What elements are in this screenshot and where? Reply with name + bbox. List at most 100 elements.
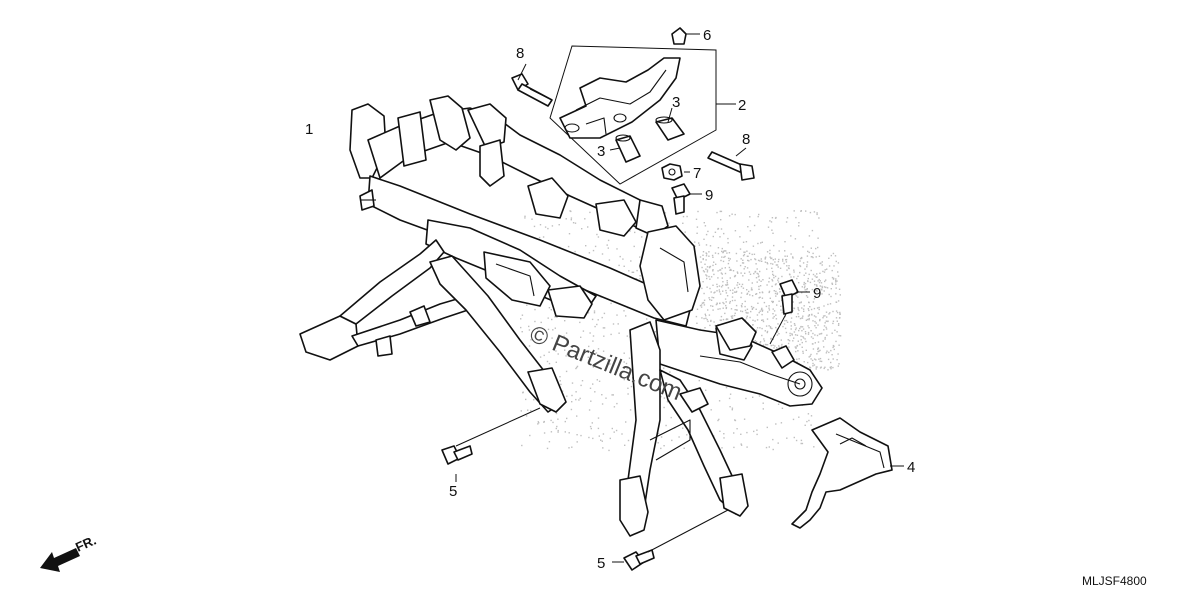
stipple-dot — [786, 437, 788, 439]
stipple-dot — [793, 307, 795, 309]
stipple-dot — [827, 303, 829, 306]
stipple-dot — [702, 258, 704, 260]
stipple-dot — [756, 272, 758, 275]
bolt-part-5-bottom[interactable] — [623, 549, 655, 571]
stipple-dot — [758, 311, 760, 314]
stipple-dot — [641, 236, 643, 238]
stipple-dot — [611, 427, 613, 430]
stipple-dot — [588, 252, 591, 254]
stipple-dot — [797, 313, 799, 315]
bolt-part-8-upper[interactable] — [511, 73, 553, 107]
stipple-dot — [559, 376, 561, 378]
stipple-dot — [712, 270, 714, 272]
stipple-dot — [812, 348, 815, 350]
nut-part-7[interactable] — [661, 163, 683, 181]
stipple-dot — [760, 242, 762, 244]
stipple-dot — [755, 277, 758, 279]
stipple-dot — [785, 331, 788, 334]
stipple-dot — [798, 222, 800, 224]
bolt-part-8-right[interactable] — [707, 151, 755, 181]
stipple-dot — [756, 327, 759, 329]
stipple-dot — [786, 265, 788, 267]
stipple-dot — [780, 339, 782, 341]
stipple-dot — [736, 309, 738, 311]
stipple-dot — [807, 308, 809, 310]
stipple-dot — [808, 419, 810, 422]
stipple-dot — [793, 323, 796, 325]
stipple-dot — [817, 347, 820, 349]
stipple-dot — [802, 337, 805, 339]
stipple-dot — [824, 322, 826, 324]
stipple-dot — [701, 266, 703, 269]
stipple-dot — [711, 254, 714, 257]
stipple-dot — [741, 303, 743, 305]
stipple-dot — [715, 263, 717, 265]
stipple-dot — [551, 318, 553, 321]
clip-part-6[interactable] — [671, 27, 687, 45]
collar-part-3b[interactable] — [655, 116, 685, 141]
stipple-dot — [819, 272, 821, 274]
stipple-dot — [704, 263, 706, 265]
stipple-dot — [634, 231, 636, 234]
stipple-dot — [827, 358, 830, 361]
stipple-dot — [627, 393, 629, 395]
stipple-dot — [825, 311, 828, 313]
stipple-dot — [712, 256, 714, 258]
stipple-dot — [825, 286, 827, 289]
stipple-dot — [777, 266, 779, 268]
stipple-dot — [708, 251, 710, 253]
stipple-dot — [784, 327, 787, 330]
stipple-dot — [784, 241, 786, 243]
stipple-dot — [830, 366, 832, 368]
stipple-dot — [790, 325, 792, 327]
cover-part-4[interactable] — [791, 417, 893, 529]
main-frame-part-1[interactable] — [299, 95, 823, 537]
stipple-dot — [798, 358, 800, 360]
stipple-dot — [547, 317, 549, 319]
stipple-dot — [835, 279, 837, 282]
stipple-dot — [792, 340, 794, 342]
stipple-dot — [612, 394, 614, 396]
bracket-assembly-part-2[interactable] — [549, 45, 717, 185]
collar-part-3a[interactable] — [615, 134, 641, 163]
stipple-dot — [819, 349, 821, 352]
stipple-dot — [546, 447, 549, 450]
stipple-dot — [528, 345, 531, 347]
stipple-dot — [736, 284, 738, 286]
stipple-dot — [720, 319, 723, 321]
stipple-dot — [719, 430, 721, 432]
stipple-dot — [593, 312, 596, 314]
stipple-dot — [613, 406, 616, 408]
stipple-dot — [803, 281, 805, 284]
bolt-part-9-lower[interactable] — [779, 279, 799, 315]
stipple-dot — [800, 335, 802, 337]
stipple-dot — [705, 255, 708, 257]
stipple-dot — [734, 309, 736, 311]
bolt-part-9-upper[interactable] — [671, 183, 691, 215]
stipple-dot — [828, 257, 830, 259]
stipple-dot — [819, 285, 821, 287]
stipple-dot — [602, 447, 604, 449]
stipple-dot — [571, 446, 573, 448]
stipple-dot — [574, 250, 576, 253]
stipple-dot — [682, 215, 685, 218]
stipple-dot — [708, 255, 710, 257]
stipple-dot — [623, 310, 625, 312]
stipple-dot — [746, 315, 748, 317]
stipple-dot — [663, 445, 665, 447]
stipple-dot — [832, 344, 835, 347]
stipple-dot — [628, 357, 631, 359]
stipple-dot — [782, 310, 784, 312]
stipple-dot — [784, 255, 786, 257]
stipple-dot — [657, 442, 659, 444]
stipple-dot — [796, 344, 799, 347]
stipple-dot — [708, 275, 710, 278]
stipple-dot — [824, 366, 826, 368]
stipple-dot — [548, 307, 551, 309]
bolt-part-5-left[interactable] — [441, 445, 473, 465]
stipple-dot — [778, 345, 780, 347]
stipple-dot — [766, 262, 768, 264]
stipple-dot — [735, 291, 737, 293]
stipple-dot — [546, 360, 549, 363]
stipple-dot — [522, 392, 524, 394]
